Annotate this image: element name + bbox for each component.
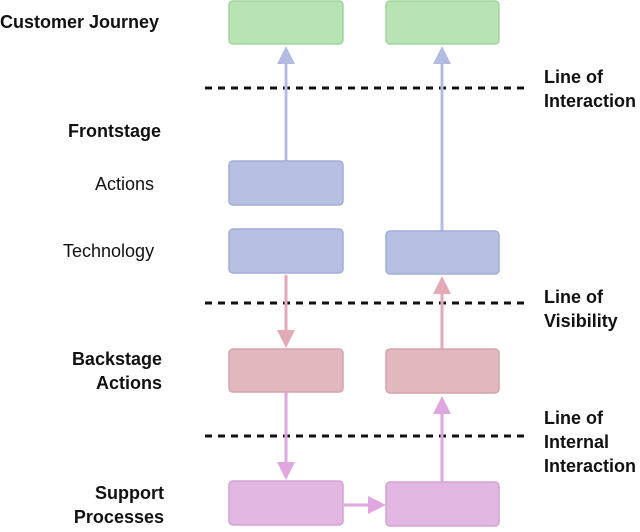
arrowhead-down	[277, 462, 295, 480]
arrowhead-up	[433, 396, 451, 414]
label-actions: Actions	[95, 174, 155, 194]
arrowhead-up	[277, 46, 295, 64]
arrowhead-down	[277, 330, 295, 348]
customer-journey-box-1	[228, 0, 344, 45]
backstage-box-2	[385, 348, 500, 394]
technology-box-2	[385, 230, 500, 275]
customer-journey-box-2	[385, 0, 500, 45]
label-internal-line2: Internal	[544, 432, 610, 452]
label-backstage-actions: Backstage Actions	[40, 347, 162, 395]
label-line-of-interaction: Line of Interaction	[544, 65, 636, 113]
label-customer-journey: Customer Journey	[0, 12, 160, 32]
frontstage-actions-box	[228, 160, 344, 206]
support-box-2	[385, 481, 500, 527]
technology-box-1	[228, 228, 344, 274]
label-technology: Technology	[63, 241, 155, 261]
label-interaction-line2: Interaction	[544, 91, 637, 111]
backstage-box-1	[228, 348, 344, 393]
support-box-1	[228, 480, 344, 526]
label-visibility-line1: Line of	[544, 287, 603, 307]
label-backstage-line2: Actions	[95, 373, 162, 393]
label-backstage-line1: Backstage	[71, 349, 162, 369]
label-internal-line3: Interaction	[544, 456, 637, 476]
label-support-line1: Support	[95, 483, 164, 503]
arrowhead-right	[368, 496, 386, 514]
label-internal-line1: Line of	[544, 408, 603, 428]
label-frontstage: Frontstage	[68, 121, 162, 141]
label-support-processes: Support Processes	[40, 481, 164, 529]
label-support-line2: Processes	[73, 507, 164, 527]
label-visibility-line2: Visibility	[544, 311, 618, 331]
arrowhead-up	[433, 276, 451, 294]
label-line-of-internal-interaction: Line of Internal Interaction	[544, 406, 636, 478]
label-line-of-visibility: Line of Visibility	[544, 285, 618, 333]
label-interaction-line1: Line of	[544, 67, 603, 87]
arrowhead-up	[433, 46, 451, 64]
